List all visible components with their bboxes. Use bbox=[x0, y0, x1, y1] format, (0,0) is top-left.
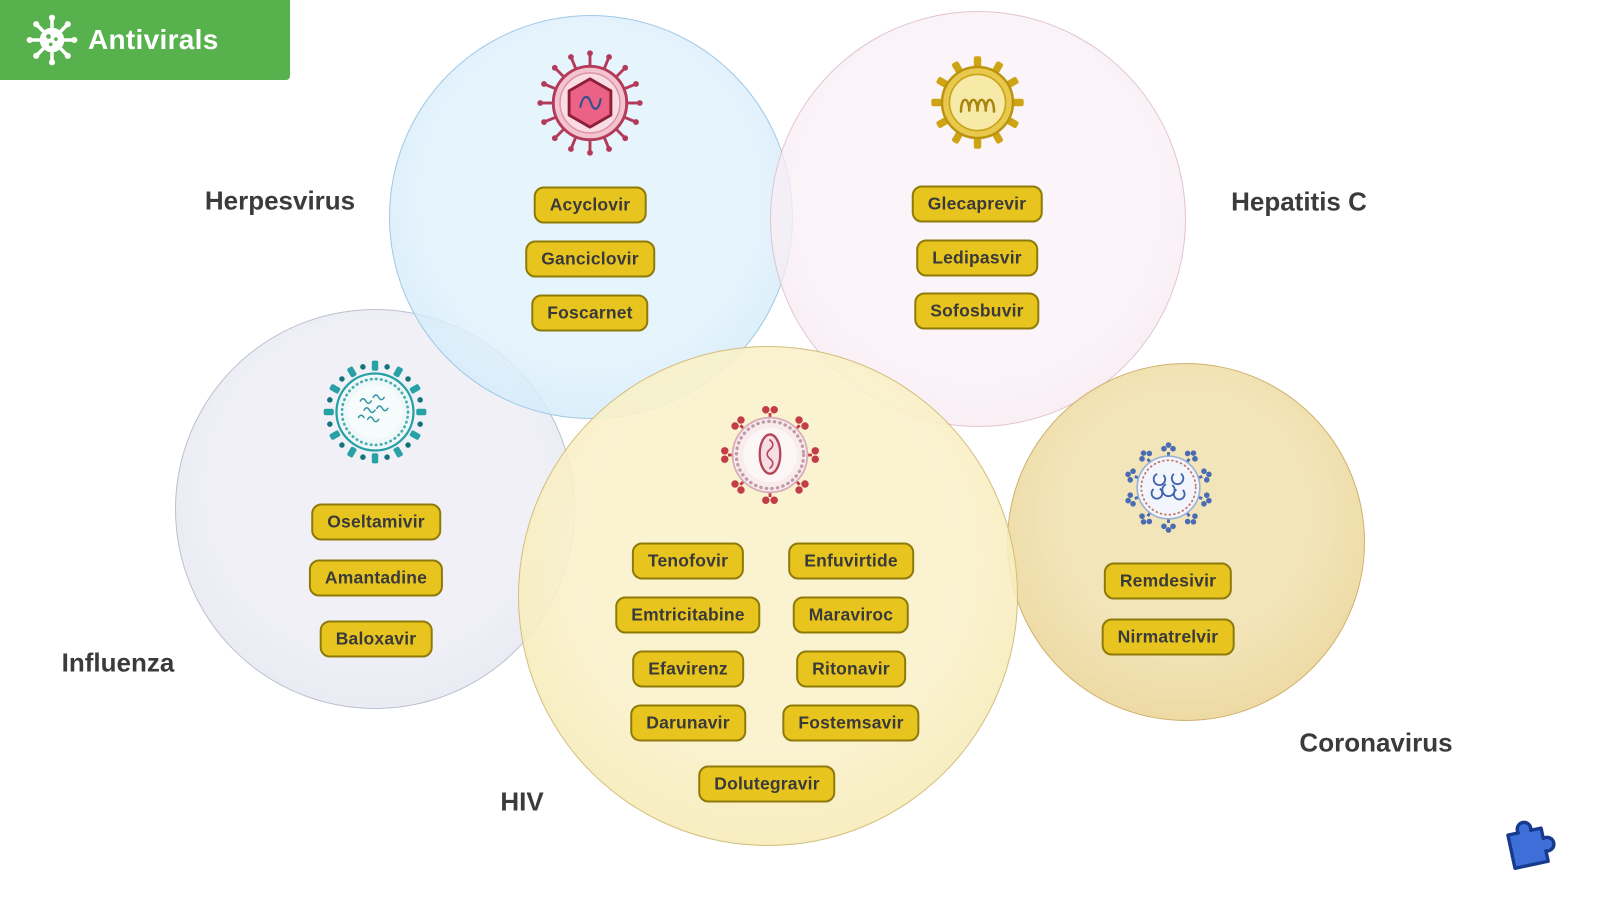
drug-pill-emtricitabine: Emtricitabine bbox=[615, 596, 761, 634]
drug-pill-sofosbuvir: Sofosbuvir bbox=[914, 292, 1040, 330]
hiv-virion-icon bbox=[719, 404, 821, 506]
drug-pill-darunavir: Darunavir bbox=[630, 704, 746, 742]
drug-pill-enfuvirtide: Enfuvirtide bbox=[788, 542, 914, 580]
antivirals-banner: Antivirals bbox=[0, 0, 290, 80]
banner-title: Antivirals bbox=[88, 24, 219, 55]
drug-pill-efavirenz: Efavirenz bbox=[632, 650, 744, 688]
coronavirus-virion-icon bbox=[1121, 440, 1216, 535]
coronavirus-circle bbox=[1007, 363, 1365, 721]
drug-pill-fostemsavir: Fostemsavir bbox=[782, 704, 920, 742]
hepatitis-c-virion-icon bbox=[931, 56, 1024, 149]
puzzle-icon[interactable] bbox=[1496, 810, 1558, 872]
drug-pill-ritonavir: Ritonavir bbox=[796, 650, 906, 688]
group-label-herpesvirus: Herpesvirus bbox=[204, 185, 356, 216]
group-label-hepatitis-c: Hepatitis C bbox=[1231, 186, 1367, 217]
drug-pill-ganciclovir: Ganciclovir bbox=[525, 240, 655, 278]
group-label-coronavirus: Coronavirus bbox=[1299, 727, 1453, 758]
drug-pill-acyclovir: Acyclovir bbox=[533, 186, 647, 224]
drug-pill-glecaprevir: Glecaprevir bbox=[911, 185, 1043, 223]
virus-icon bbox=[25, 13, 79, 67]
drug-pill-dolutegravir: Dolutegravir bbox=[698, 765, 836, 803]
drug-pill-foscarnet: Foscarnet bbox=[531, 294, 649, 332]
drug-pill-tenofovir: Tenofovir bbox=[631, 542, 745, 580]
drug-pill-oseltamivir: Oseltamivir bbox=[311, 503, 441, 541]
drug-pill-baloxavir: Baloxavir bbox=[319, 620, 433, 658]
group-label-hiv: HIV bbox=[500, 786, 544, 817]
drug-pill-maraviroc: Maraviroc bbox=[792, 596, 910, 634]
group-label-influenza: Influenza bbox=[61, 647, 175, 678]
drug-pill-nirmatrelvir: Nirmatrelvir bbox=[1101, 618, 1235, 656]
drug-pill-ledipasvir: Ledipasvir bbox=[916, 239, 1038, 277]
drug-pill-remdesivir: Remdesivir bbox=[1103, 562, 1233, 600]
drug-pill-amantadine: Amantadine bbox=[308, 559, 444, 597]
herpesvirus-virion-icon bbox=[535, 48, 645, 158]
influenza-virion-icon bbox=[323, 360, 427, 464]
